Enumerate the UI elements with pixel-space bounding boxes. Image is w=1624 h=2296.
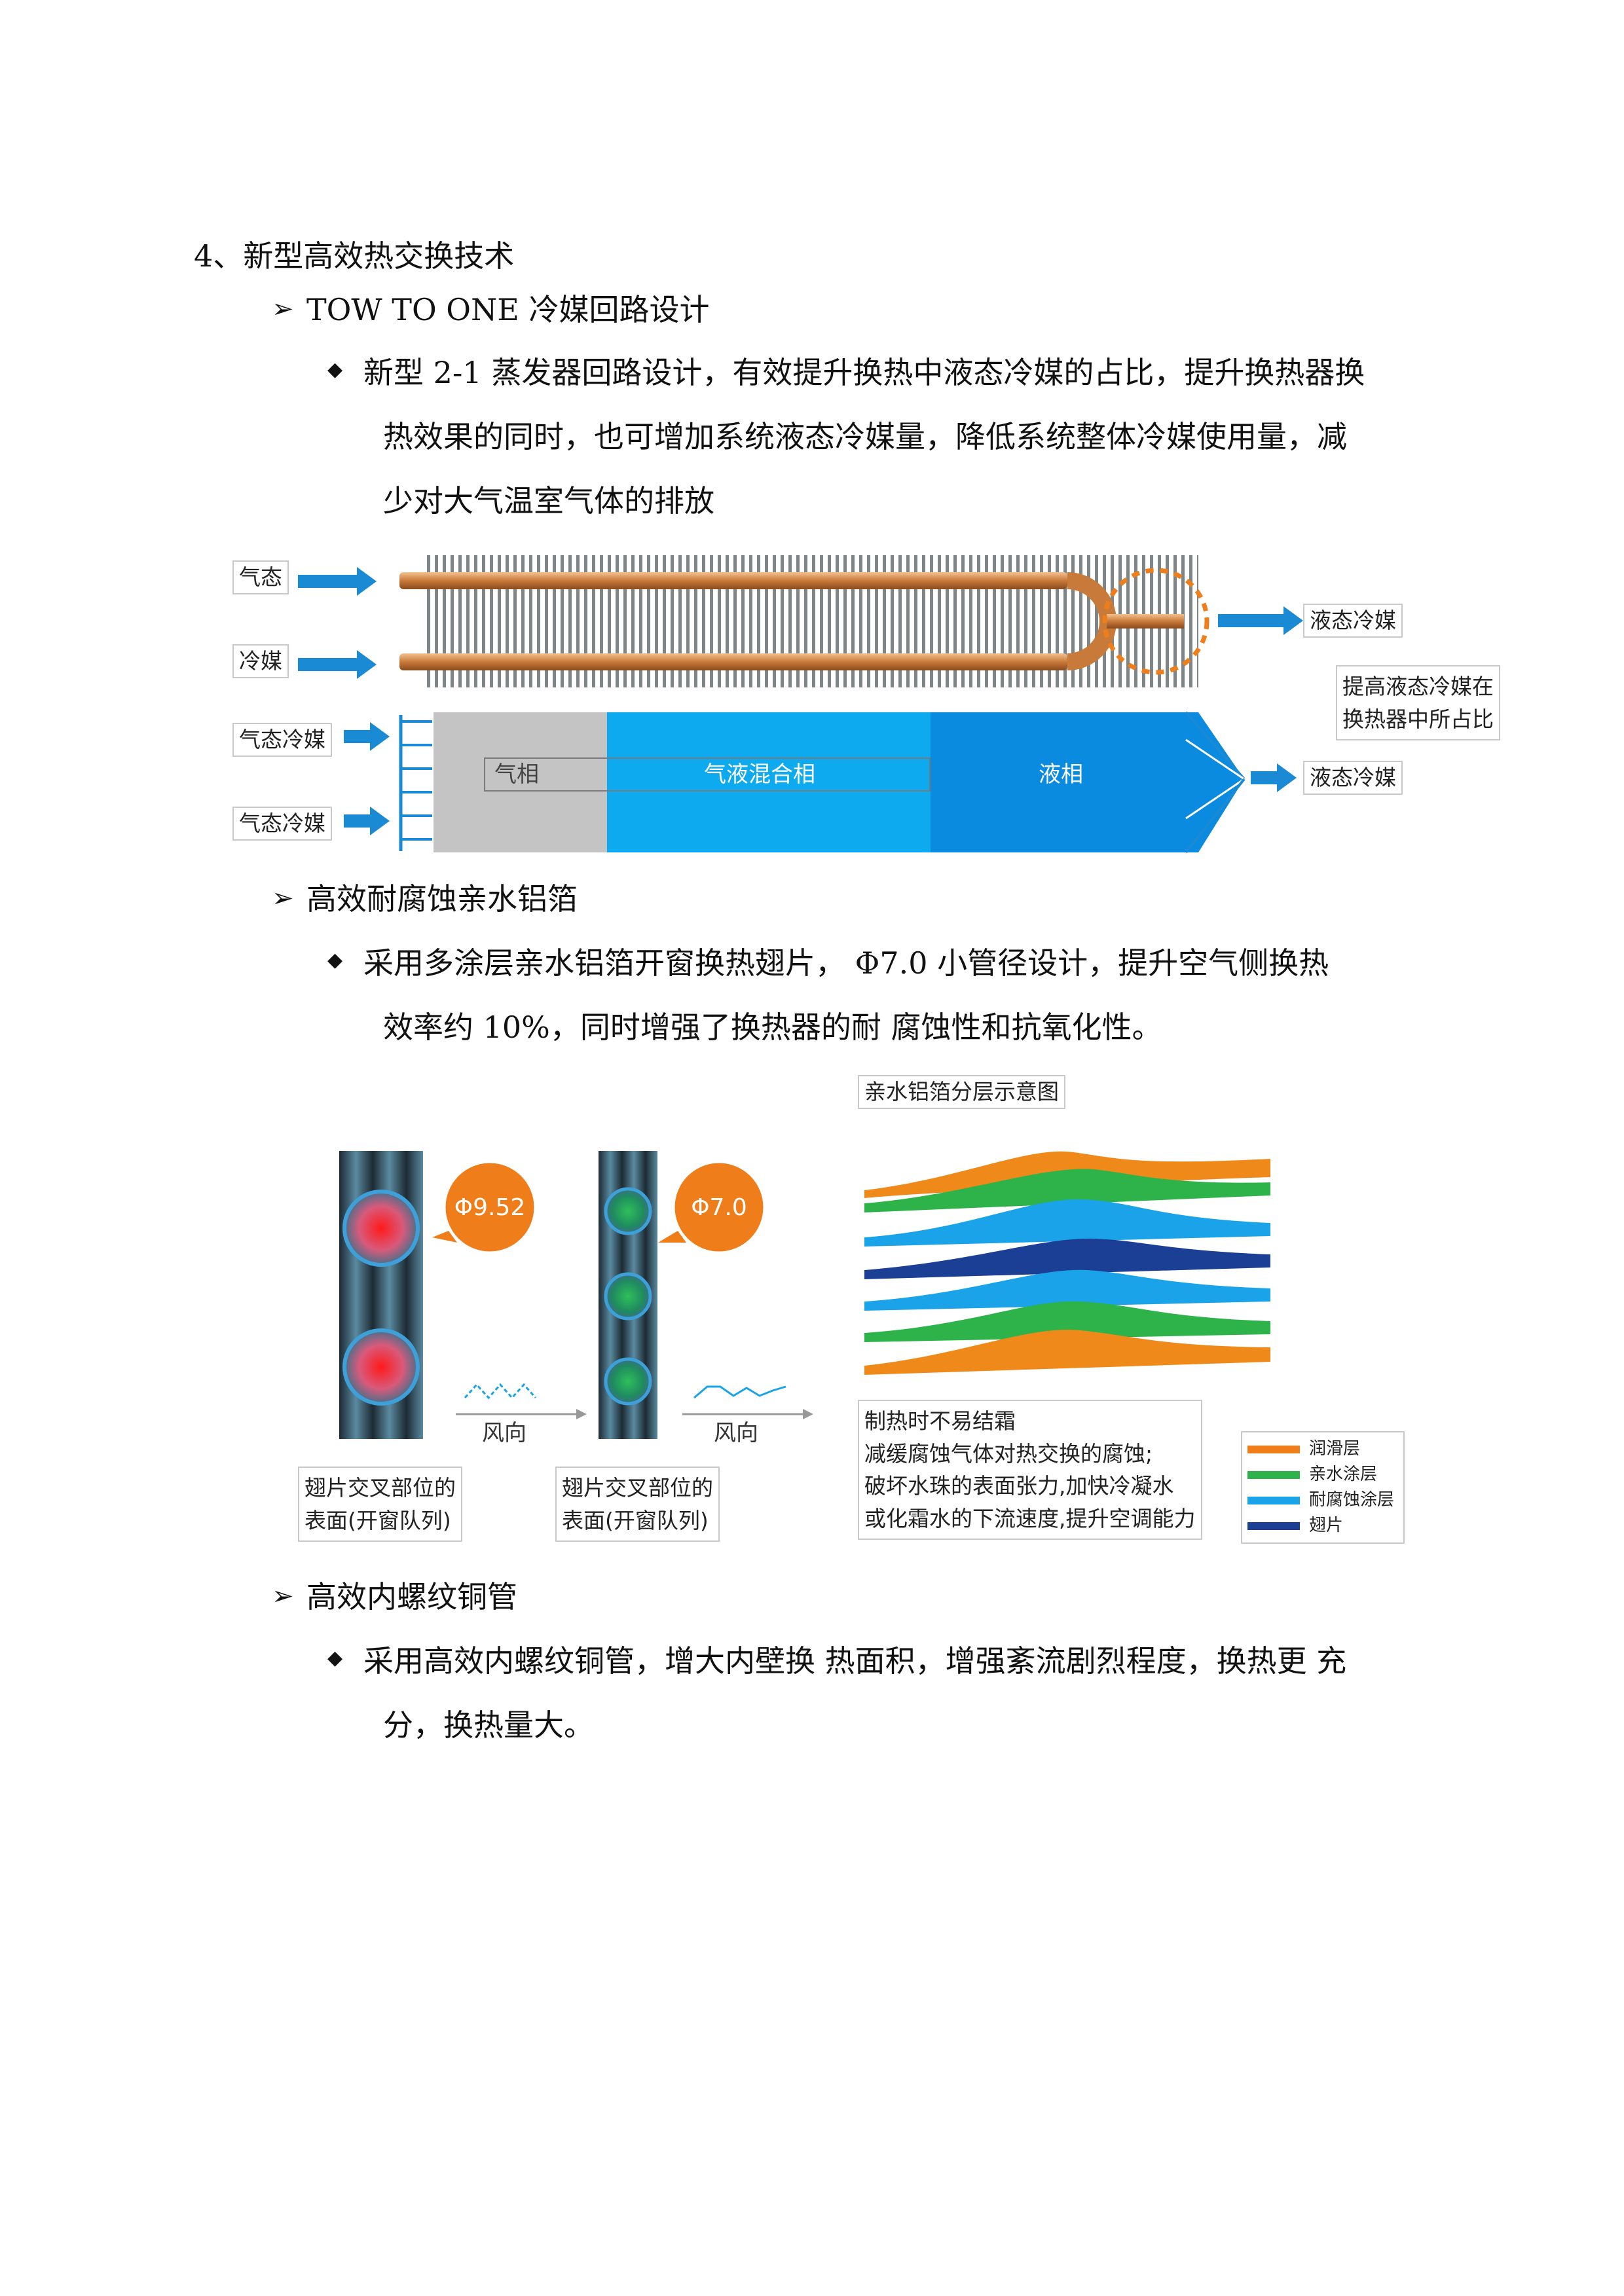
tube-cross-section [604,1187,652,1235]
inlet-label: 气态冷媒 [232,807,332,841]
fin-caption-right: 翅片交叉部位的表面(开窗队列) [555,1467,720,1542]
tube-cross-section [604,1272,652,1321]
zone-liquid-label: 液相 [1039,761,1083,788]
legend-swatch [1247,1522,1300,1530]
foil-layers-diagram [864,1151,1270,1375]
zone-gas-label: 气相 [494,761,539,788]
diamond-bullet-icon: ◆ [327,358,343,381]
bullet-line: 分，换热量大。 [383,1707,594,1743]
diameter-bubble [671,1159,767,1255]
fin-caption-left: 翅片交叉部位的表面(开窗队列) [298,1467,462,1542]
highlight-circle [1102,568,1209,675]
benefit-notes: 制热时不易结霜减缓腐蚀气体对热交换的腐蚀; 破坏水珠的表面张力,加快冷凝水或化霜… [858,1400,1202,1540]
inlet-label: 冷媒 [232,644,289,678]
gas-zone [434,712,607,852]
diameter-left-label: Φ9.52 [454,1194,526,1221]
layers-title: 亲水铝箔分层示意图 [858,1075,1065,1109]
layer-legend: 润滑层 亲水涂层 耐腐蚀涂层 翅片 [1241,1431,1405,1544]
layer-fin [864,1238,1270,1279]
tube-cross-section [342,1190,420,1267]
arrowhead-bullet-icon: ➢ [272,294,294,324]
liquid-ratio-note: 提高液态冷媒在换热器中所占比 [1336,665,1500,740]
bullet-line: 采用高效内螺纹铜管，增大内壁换 热面积，增强紊流剧烈程度，换热更 充 [363,1643,1347,1679]
outlet-arrow [1218,606,1303,635]
inlet-label: 气态 [232,560,289,594]
inlet-arrow [344,722,390,751]
outlet-label: 液态冷媒 [1303,604,1403,638]
airflow-zigzag [464,1383,537,1400]
layer-hydrophilic [864,1169,1270,1212]
outlet-label: 液态冷媒 [1303,761,1403,795]
subsection-label: TOW TO ONE 冷媒回路设计 [306,292,710,327]
legend-swatch [1247,1496,1300,1504]
copper-outlet-tube [1107,614,1184,629]
diamond-bullet-icon: ◆ [327,1647,343,1669]
bullet-line: 少对大气温室气体的排放 [383,483,714,519]
legend-swatch [1247,1445,1300,1453]
liquid-zone [931,712,1186,852]
bullet-line: 新型 2-1 蒸发器回路设计，有效提升换热中液态冷媒的占比，提升换热器换 [363,355,1365,390]
diameter-right-label: Φ7.0 [691,1194,747,1221]
diamond-bullet-icon: ◆ [327,949,343,972]
arrowhead-bullet-icon: ➢ [272,883,294,913]
copper-tube-top [399,572,1067,589]
subsection-label: 高效内螺纹铜管 [306,1579,517,1614]
inlet-label: 气态冷媒 [232,723,332,757]
subsection-label: 高效耐腐蚀亲水铝箔 [306,881,578,917]
copper-tube-bottom [399,653,1067,670]
wind-left-label: 风向 [482,1420,526,1446]
mixed-zone [607,712,931,852]
bullet-line: 热效果的同时，也可增加系统液态冷媒量，降低系统整体冷媒使用量，减 [383,419,1347,454]
section-title: 4、新型高效热交换技术 [194,238,515,274]
layer-anticorrosion [864,1199,1270,1247]
bullet-line: 采用多涂层亲水铝箔开窗换热翅片， Φ7.0 小管径设计，提升空气侧换热 [363,945,1329,981]
inlet-arrow [298,650,377,679]
diameter-bubble [442,1159,538,1255]
tube-cross-section [604,1357,652,1406]
tube-diameter-figure: Φ9.52 风向 Φ7.0 风向 [339,1151,813,1446]
inlet-arrow [298,567,377,596]
outlet-arrow [1251,763,1297,792]
legend-swatch [1247,1470,1300,1479]
bullet-line: 效率约 10%，同时增强了换热器的耐 腐蚀性和抗氧化性。 [383,1010,1162,1045]
evaporator-circuit-figure: 气相 气液混合相 液相 [298,555,1303,854]
zone-mixed-label: 气液混合相 [704,761,815,788]
airflow-wave [693,1385,786,1399]
arrowhead-bullet-icon: ➢ [272,1581,294,1611]
tube-cross-section [342,1328,420,1406]
inlet-arrow [344,807,390,835]
wind-right-label: 风向 [714,1420,758,1446]
